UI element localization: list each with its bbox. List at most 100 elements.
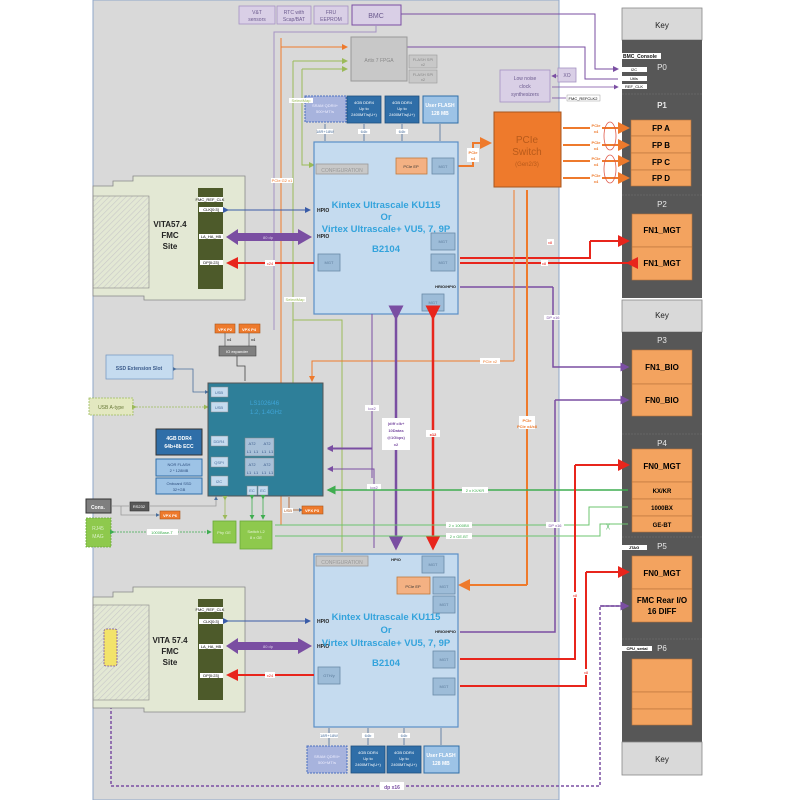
fpga-top-mgt-left[interactable]: [317, 253, 341, 272]
slot-p5-fn0-mgt[interactable]: [631, 555, 693, 590]
bottom-sram-bus-label: 18R+18W: [320, 733, 338, 738]
io-expander-box[interactable]: [218, 345, 257, 357]
diff-clk-label-2: 10Datas: [388, 428, 404, 433]
fpga-bottom-mgt-2[interactable]: [432, 576, 456, 595]
fpga-bottom-mgt-5[interactable]: [432, 677, 456, 696]
soc-ec-1-label: EC: [249, 488, 255, 493]
rj45-mag-box[interactable]: [85, 517, 112, 548]
slot-fn1-mgt-b[interactable]: [631, 246, 693, 281]
bx-link: [275, 506, 628, 526]
top-ddr-b-bus-label: 64b: [399, 129, 406, 134]
fmc-rear-io-connector: [103, 628, 118, 667]
iox2-link-a: [327, 314, 373, 452]
console-label: Cons.: [91, 505, 106, 511]
ssd-extension-slot[interactable]: [105, 354, 174, 380]
slot-fn1-mgt-a[interactable]: [631, 213, 693, 248]
top-ddr4-b-box[interactable]: [384, 95, 420, 124]
console-box[interactable]: [85, 498, 112, 514]
p6-label: P6: [657, 644, 667, 653]
soc-ddr4-box[interactable]: [155, 428, 203, 456]
fpga-top-mgt-2[interactable]: [430, 232, 456, 251]
slot-fp-a-label: FP A: [652, 124, 670, 133]
usb-link-label: USB: [284, 508, 293, 513]
bottom-user-flash-box[interactable]: [423, 745, 460, 774]
flash-spi-2[interactable]: [408, 69, 438, 84]
slot-fn0-mgt[interactable]: [631, 448, 693, 483]
slot-p6-c[interactable]: [631, 708, 693, 726]
pcie-switch-box[interactable]: [493, 111, 562, 188]
p5-label: P5: [657, 542, 667, 551]
slot-fn1-mgt-b-label: FN1_MGT: [643, 259, 680, 268]
vpx-p2-label: VPX P2: [218, 327, 233, 332]
phy-ge-box[interactable]: [212, 520, 237, 544]
soc-qspi[interactable]: [210, 456, 229, 468]
fpga-bottom-config[interactable]: [315, 555, 369, 567]
fpga-bottom-mgt-3-label: MGT: [440, 602, 449, 607]
vpx-p6-box[interactable]: [159, 510, 181, 520]
fru-box[interactable]: [313, 5, 349, 25]
top-ddr4-a-label-1: 4GB DDR4: [354, 100, 375, 105]
fmc-bottom-title-2: FMC: [161, 647, 179, 656]
soc-ddr4-box-label-2: 64b+8b ECC: [164, 444, 194, 450]
x8-label-p4: x8: [573, 593, 578, 598]
soc-ddr4[interactable]: [210, 435, 229, 447]
soc-i2c[interactable]: [210, 475, 229, 487]
bottom-ddr-b-bus-label: 64b: [401, 733, 408, 738]
slot-ge-bt[interactable]: [631, 515, 693, 533]
rs232-box[interactable]: [129, 501, 150, 512]
switch-l2-box[interactable]: [239, 520, 273, 550]
soc-l1-8: L1: [269, 470, 274, 475]
fpga-top-config[interactable]: [315, 163, 369, 175]
soc-qspi-label: QSPI: [214, 460, 224, 465]
fpga-bottom-gth[interactable]: [317, 666, 341, 685]
pcie-x4-label-d: PCIe: [592, 173, 602, 178]
fpga-bottom-pcie-ep[interactable]: [396, 576, 431, 595]
fpga-top-mgt-1[interactable]: [431, 157, 455, 175]
vt-sensors-box[interactable]: [238, 5, 276, 25]
soc-usb-2[interactable]: [210, 401, 229, 413]
rtc-box[interactable]: [276, 5, 312, 25]
slot-fn1-bio[interactable]: [631, 349, 693, 385]
bottom-ddr4-a-box[interactable]: [350, 745, 386, 774]
fru-label-2: EEPROM: [320, 17, 342, 23]
onboard-ssd-box[interactable]: [155, 477, 203, 495]
slot-fp-d[interactable]: [630, 169, 692, 187]
fpga-top-title-3: Virtex Ultrascale+ VU5, 7, 9P: [322, 224, 451, 235]
bottom-sram-box[interactable]: [306, 745, 348, 774]
slot-p6-a[interactable]: [631, 658, 693, 693]
fpga-top-mgt-3[interactable]: [430, 253, 456, 272]
artix-fpga-box[interactable]: [350, 36, 408, 82]
top-ddr4-b-label-1: 4GB DDR4: [392, 100, 413, 105]
top-sram-box[interactable]: [304, 95, 347, 123]
nor-flash-box[interactable]: [155, 458, 203, 477]
rtc-label-1: RTC with: [284, 10, 305, 16]
xo-box[interactable]: [557, 67, 577, 83]
fpga-bottom-mgt-3[interactable]: [432, 595, 456, 614]
clock-synth-label-1: Low noise: [514, 76, 537, 82]
fpga-bottom-mgt-4[interactable]: [432, 650, 456, 669]
vpx-p4-box[interactable]: [238, 323, 261, 334]
clock-synth-box[interactable]: [499, 69, 551, 103]
iox2-label-a: iox2: [368, 406, 376, 411]
flash-spi-2-label: FLASH SPI: [413, 72, 433, 77]
bottom-ddr4-b-box[interactable]: [386, 745, 422, 774]
bottom-ddr4-b-label-2: Up to: [399, 756, 409, 761]
fpga-top-pcie-ep[interactable]: [395, 157, 428, 175]
p0-signal-i2c: I2C: [631, 67, 637, 72]
vpx-p3-box[interactable]: [301, 505, 324, 515]
bx-label: 2 x 1000BX: [449, 523, 470, 528]
soc-usb-1[interactable]: [210, 386, 229, 398]
soc-l1-7: L1: [262, 470, 267, 475]
slot-fn0-bio[interactable]: [631, 383, 693, 417]
top-sram-label-2: 500+MT/s: [316, 109, 334, 114]
fpga-bottom-mgt-1[interactable]: [421, 555, 445, 574]
slot-fmc-rear-io[interactable]: [631, 588, 693, 623]
fmc-top-pin-la: LA_HA_HB: [201, 234, 222, 239]
vpx-p4-label: VPX P4: [242, 327, 257, 332]
top-ddr4-a-box[interactable]: [346, 95, 382, 124]
slot-p6-b[interactable]: [631, 691, 693, 710]
top-user-flash-box[interactable]: [422, 95, 459, 124]
flash-spi-1[interactable]: [408, 54, 438, 69]
switch-l2-label-1: Switch L2: [247, 529, 265, 534]
slot-fmc-rear-io-label-1: FMC Rear I/O: [637, 596, 687, 605]
